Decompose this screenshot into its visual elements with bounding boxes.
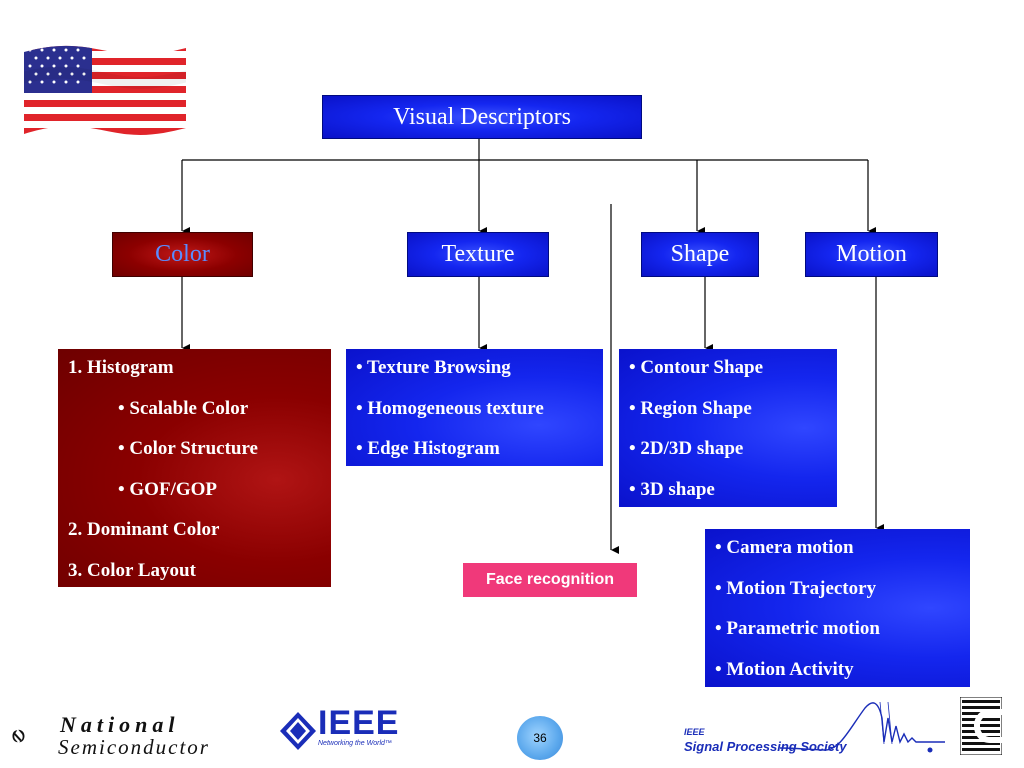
texture-category-box: Texture [407,232,549,277]
face-recognition-box: Face recognition [463,563,637,597]
texture-descriptors-box: • Texture Browsing • Homogeneous texture… [346,349,603,466]
visual-descriptors-box: Visual Descriptors [322,95,642,139]
color-item-color-structure: • Color Structure [118,438,258,459]
page-number: 36 [533,731,547,745]
motion-item-activity: • Motion Activity [715,658,854,680]
color-item-gof-gop: • GOF/GOP [118,478,218,500]
color-item-histogram: 1. Histogram [68,357,174,378]
motion-category-label: Motion [836,241,907,267]
ieee-diamond-icon [280,712,316,750]
color-category-label: Color [155,241,210,267]
signal-waveform-icon [780,701,945,753]
shape-item-region: • Region Shape [629,397,752,419]
national-logo-line1: National [60,712,180,737]
ieee-logo-text: IEEE [318,704,400,742]
texture-item-browsing: • Texture Browsing [356,357,511,378]
shape-item-contour: • Contour Shape [629,357,764,378]
shape-item-2d3d: • 2D/3D shape [629,438,744,459]
shape-item-3d: • 3D shape [629,478,715,500]
sps-logo-line1: IEEE [684,727,705,737]
striped-c-logo-icon [960,697,1002,755]
national-logo-line2: Semiconductor [58,735,210,759]
visual-descriptors-label: Visual Descriptors [393,103,571,130]
motion-descriptors-box: • Camera motion • Motion Trajectory • Pa… [705,529,970,687]
color-item-color-layout: 3. Color Layout [68,559,196,581]
color-item-scalable-color: • Scalable Color [118,397,249,419]
motion-item-parametric: • Parametric motion [715,618,880,639]
shape-category-box: Shape [641,232,759,277]
color-category-box: Color [112,232,253,277]
texture-item-homogeneous: • Homogeneous texture [356,397,544,419]
motion-item-trajectory: • Motion Trajectory [715,577,877,599]
color-item-dominant-color: 2. Dominant Color [68,519,220,540]
color-descriptors-box: 1. Histogram • Scalable Color • Color St… [58,349,331,587]
us-flag-icon [24,45,186,135]
texture-item-edge-histogram: • Edge Histogram [356,438,500,459]
page-number-badge: 36 [517,716,563,760]
motion-item-camera: • Camera motion [715,537,854,558]
ieee-tagline: Networking the World™ [318,740,392,747]
face-recognition-label: Face recognition [485,571,615,588]
shape-category-label: Shape [670,241,730,267]
sps-logo-line2: Signal Processing Society [684,739,847,754]
national-semiconductor-logo-icon [12,729,25,743]
texture-category-label: Texture [441,241,515,267]
motion-category-box: Motion [805,232,938,277]
shape-descriptors-box: • Contour Shape • Region Shape • 2D/3D s… [619,349,837,507]
